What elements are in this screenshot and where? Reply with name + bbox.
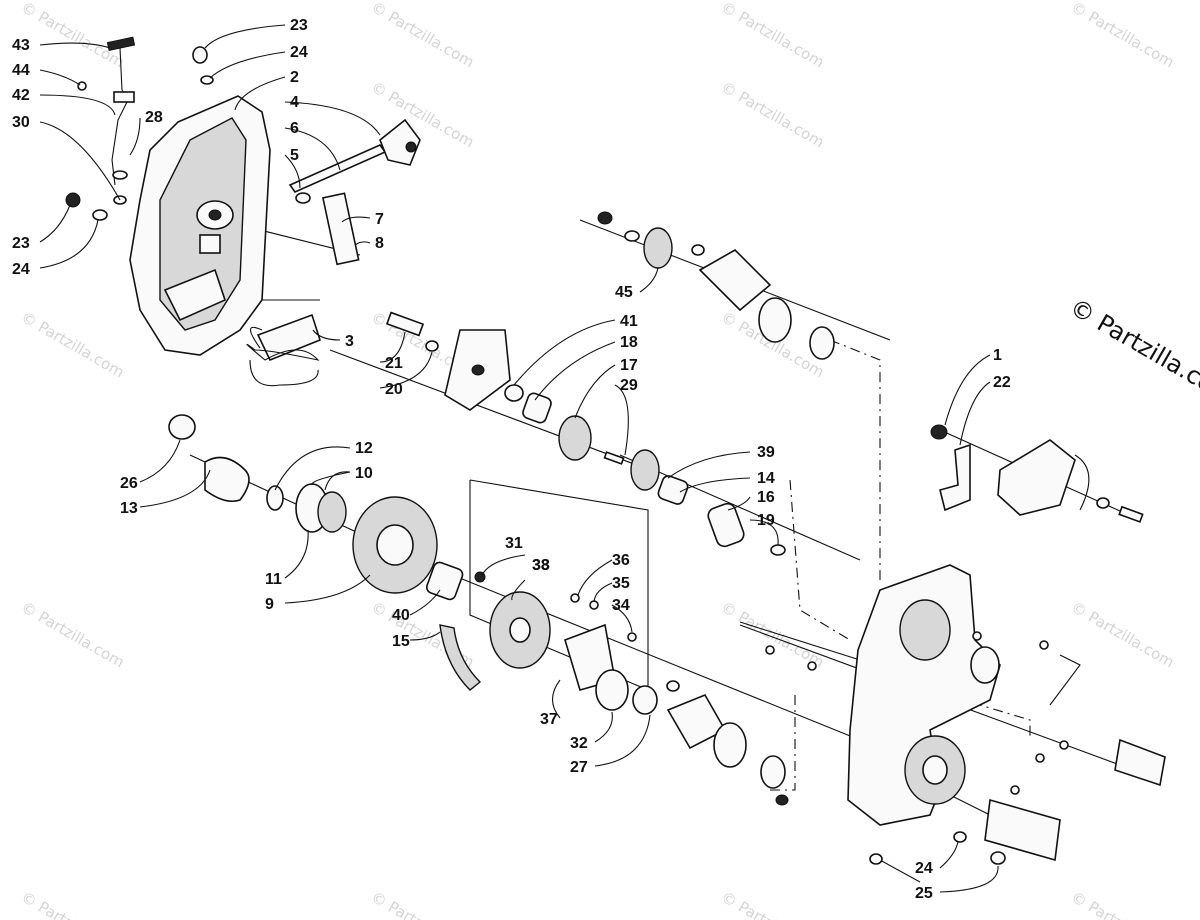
callout-label: 5 — [290, 147, 299, 164]
callout-label: 33 — [532, 557, 550, 574]
shift-shaft — [65, 46, 421, 266]
callout-label: 22 — [993, 374, 1011, 391]
watermark-text: © Partzilla.com — [1068, 598, 1177, 671]
callout-label: 12 — [355, 440, 373, 457]
callout-label: 4 — [290, 94, 299, 111]
callout-label: 23 — [290, 17, 308, 34]
watermark-text: © Partzilla.com — [18, 598, 127, 671]
callout-label: 20 — [385, 381, 403, 398]
callout-label: 27 — [570, 759, 588, 776]
callout-label: 28 — [145, 109, 163, 126]
watermark-text: © Partzilla.com — [718, 78, 827, 151]
callout-label: 10 — [355, 465, 373, 482]
watermark-text: © Partzilla.com — [18, 308, 127, 381]
lower-bearing-group — [666, 680, 789, 806]
callout-label: 18 — [620, 334, 638, 351]
callout-label: 40 — [392, 607, 410, 624]
callout-label: 44 — [12, 62, 30, 79]
tensioner-bracket — [246, 313, 321, 387]
chain-case-cover — [129, 95, 271, 356]
assembly-axes — [139, 199, 1141, 883]
watermark-text: © Partzilla.com — [18, 888, 127, 920]
callout-label: 32 — [570, 735, 588, 752]
callout-label: 43 — [12, 37, 30, 54]
callout-label: 24 — [915, 860, 933, 877]
callout-label: 37 — [540, 711, 558, 728]
callout-label: 38 — [532, 557, 550, 574]
callout-label: 1 — [993, 347, 1002, 364]
chain-case-housing — [765, 564, 1166, 865]
callout-label: 41 — [620, 313, 638, 330]
callout-label: 17 — [620, 357, 638, 374]
callout-label: 13 — [120, 500, 138, 517]
watermark-text: © Partzilla.com — [18, 0, 127, 71]
callout-label: 15 — [392, 633, 410, 650]
callout-label: 24 — [290, 44, 308, 61]
right-bracket-group — [930, 424, 1144, 523]
callout-label: 31 — [505, 535, 523, 552]
callout-label: 42 — [12, 87, 30, 104]
callout-label: 21 — [385, 355, 403, 372]
callout-label: 23 — [12, 235, 30, 252]
callout-label: 26 — [120, 475, 138, 492]
upper-sprocket-group — [385, 311, 786, 556]
callout-label: 9 — [265, 596, 274, 613]
callout-label: 7 — [375, 211, 384, 228]
callout-label: 24 — [12, 261, 30, 278]
callout-label: 25 — [915, 885, 933, 902]
callout-label: 3 — [345, 333, 354, 350]
callout-label: 34 — [612, 597, 630, 614]
dipstick-assembly — [77, 36, 136, 205]
watermark-text: © Partzilla.com — [368, 888, 477, 920]
callout-label: 30 — [12, 114, 30, 131]
callout-label: 2 — [290, 69, 299, 86]
callout-label: 11 — [265, 571, 282, 588]
callout-label: 45 — [615, 284, 633, 301]
callout-label: 19 — [757, 512, 775, 529]
callout-label: 35 — [612, 575, 630, 592]
watermark-text: © Partzilla.com — [718, 888, 827, 920]
watermark-text: © Partzilla.com — [718, 598, 827, 671]
callout-label: 36 — [612, 552, 630, 569]
callout-label: 6 — [290, 120, 299, 137]
copyright-notice: © Partzilla.com — [1065, 293, 1200, 410]
watermark-text: © Partzilla.com — [1068, 888, 1177, 920]
callout-label: 14 — [757, 470, 775, 487]
driven-gear-group — [168, 414, 658, 715]
callout-leaders — [39, 24, 999, 893]
watermark-text: © Partzilla.com — [718, 0, 827, 71]
callout-label: 8 — [375, 235, 384, 252]
watermark-text: © Partzilla.com — [368, 0, 477, 71]
callout-label: 29 — [620, 377, 638, 394]
callout-label: 39 — [757, 444, 775, 461]
watermark-text: © Partzilla.com — [1068, 0, 1177, 71]
callout-label: 16 — [757, 489, 775, 506]
top-sprocket-group — [597, 211, 835, 360]
